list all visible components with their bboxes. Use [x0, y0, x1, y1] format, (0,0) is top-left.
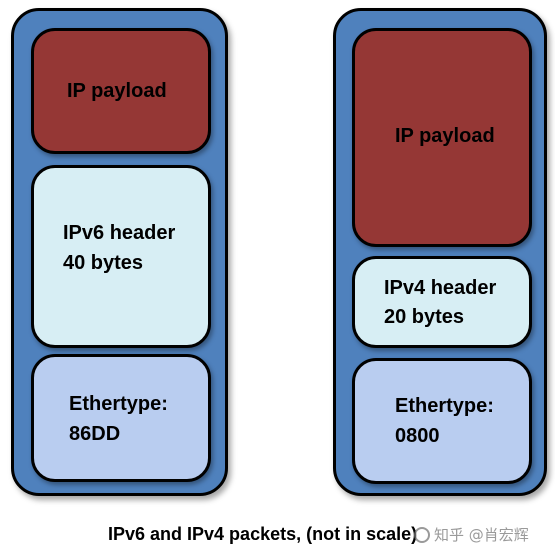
ipv6-ethertype-value: 86DD: [69, 423, 121, 445]
ipv6-ethertype-block: Ethertype: 86DD: [31, 354, 211, 482]
ipv4-header-name: IPv4 header: [384, 277, 497, 299]
ipv4-packet-stack: IP payload IPv4 header 20 bytes Ethertyp…: [333, 8, 547, 496]
ipv4-ethertype-block: Ethertype: 0800: [352, 358, 532, 484]
ipv6-payload-block: IP payload: [31, 28, 211, 154]
figure-caption: IPv6 and IPv4 packets, (not in scale): [108, 524, 418, 544]
ipv6-ethertype-label: Ethertype:: [69, 393, 168, 415]
ipv6-packet-stack: IP payload IPv6 header 40 bytes Ethertyp…: [11, 8, 228, 496]
watermark: 知乎 @肖宏辉: [414, 524, 529, 546]
ipv6-header-name: IPv6 header: [63, 222, 176, 244]
ipv4-payload-label: IP payload: [395, 125, 495, 147]
ipv6-payload-label: IP payload: [67, 80, 167, 102]
ipv6-header-block: IPv6 header 40 bytes: [31, 165, 211, 348]
ipv6-header-size: 40 bytes: [63, 252, 144, 274]
watermark-text: 知乎 @肖宏辉: [434, 526, 529, 544]
ipv4-ethertype-label: Ethertype:: [395, 395, 494, 417]
ipv4-payload-block: IP payload: [352, 28, 532, 247]
ipv4-header-size: 20 bytes: [384, 306, 465, 328]
watermark-logo-icon: [414, 527, 430, 543]
ipv4-ethertype-value: 0800: [395, 425, 440, 447]
ipv4-header-block: IPv4 header 20 bytes: [352, 256, 532, 348]
